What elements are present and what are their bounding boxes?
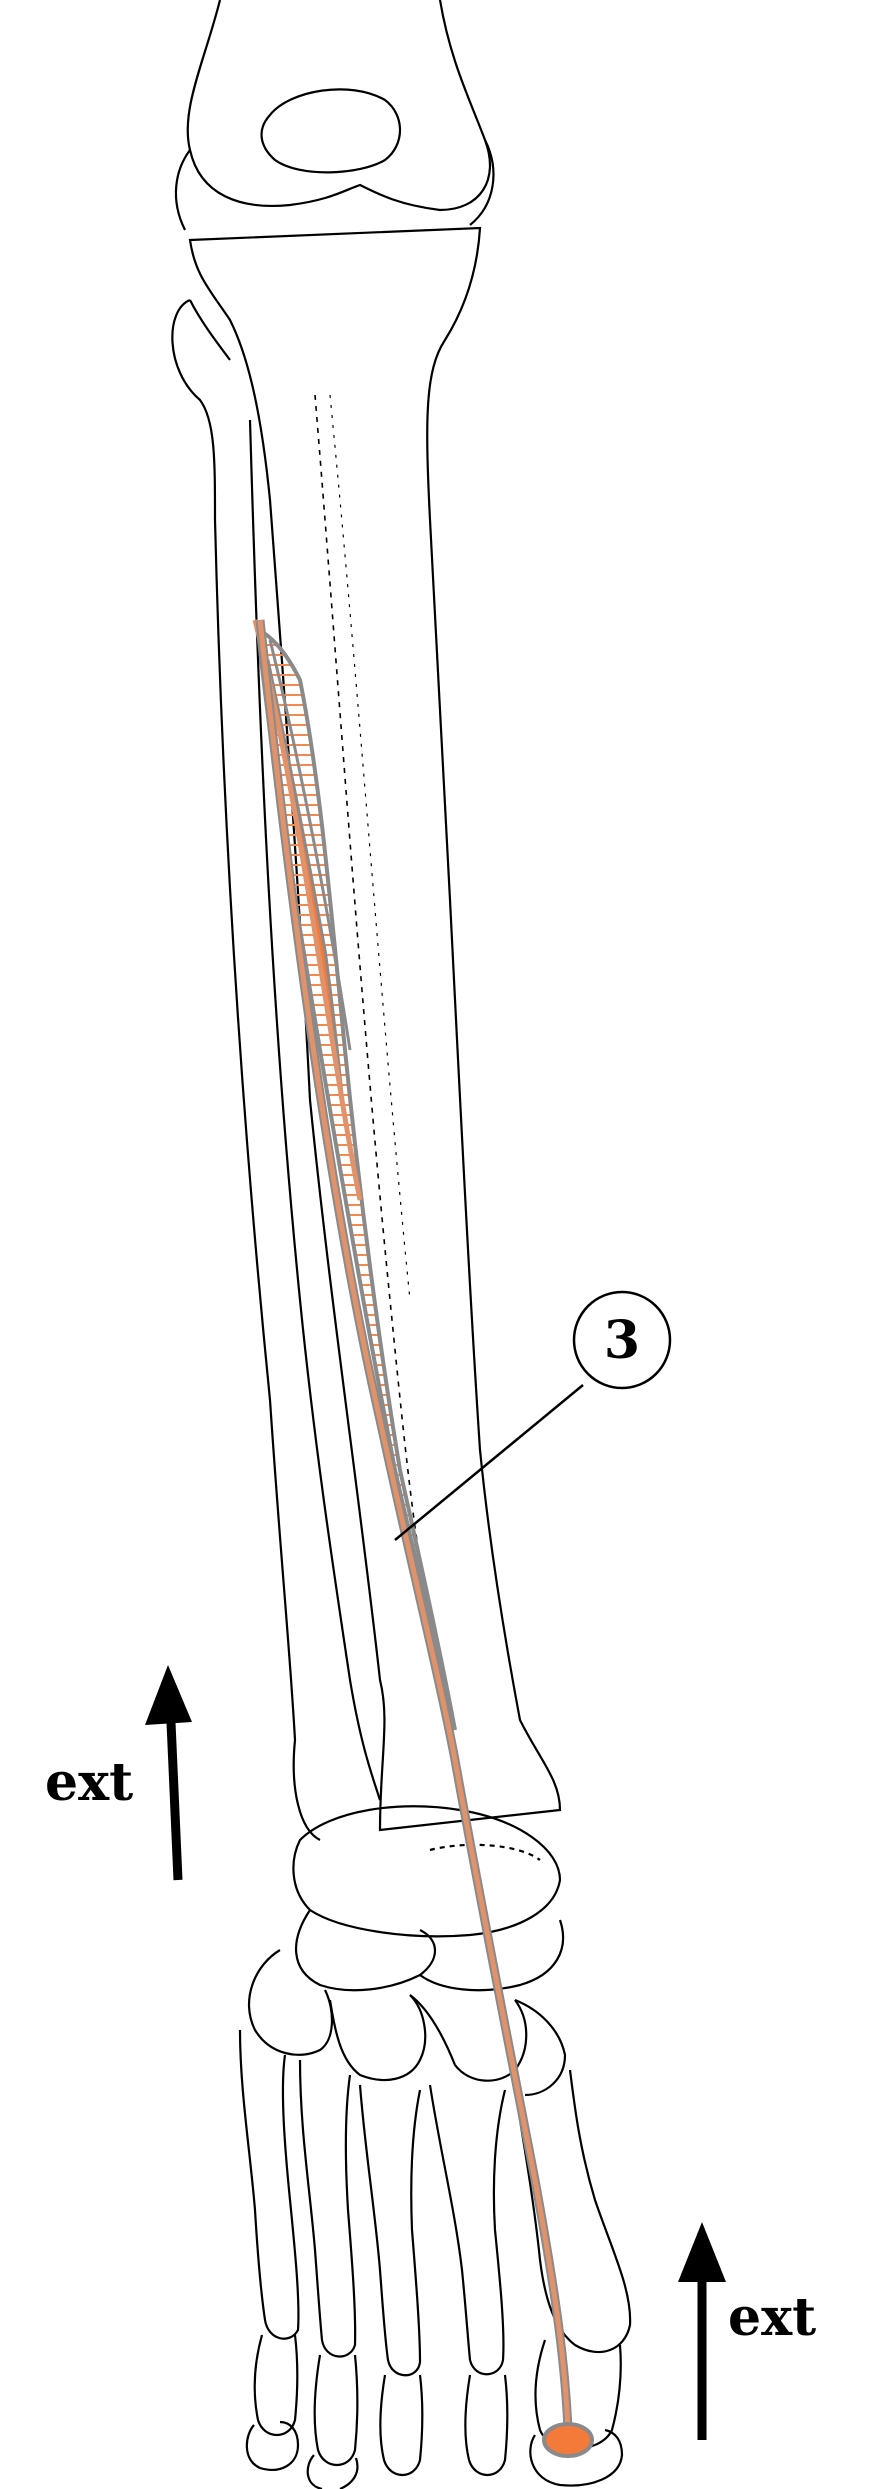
label-number: 3	[604, 1310, 640, 1371]
tibia	[190, 228, 560, 1830]
muscle-label-3: 3	[395, 1292, 670, 1540]
metatarsal-bones	[240, 2030, 630, 2375]
tendon-insertion	[544, 2424, 592, 2456]
leader-line	[395, 1385, 583, 1540]
femur-knee	[176, 0, 493, 230]
ext-arrow-right: ext	[678, 2222, 816, 2440]
extensor-muscle	[255, 620, 455, 1730]
ext-arrow-left: ext	[45, 1665, 192, 1880]
ext-label-left: ext	[45, 1752, 133, 1813]
tarsal-bones	[249, 1806, 565, 2095]
ext-label-right: ext	[728, 2287, 816, 2348]
